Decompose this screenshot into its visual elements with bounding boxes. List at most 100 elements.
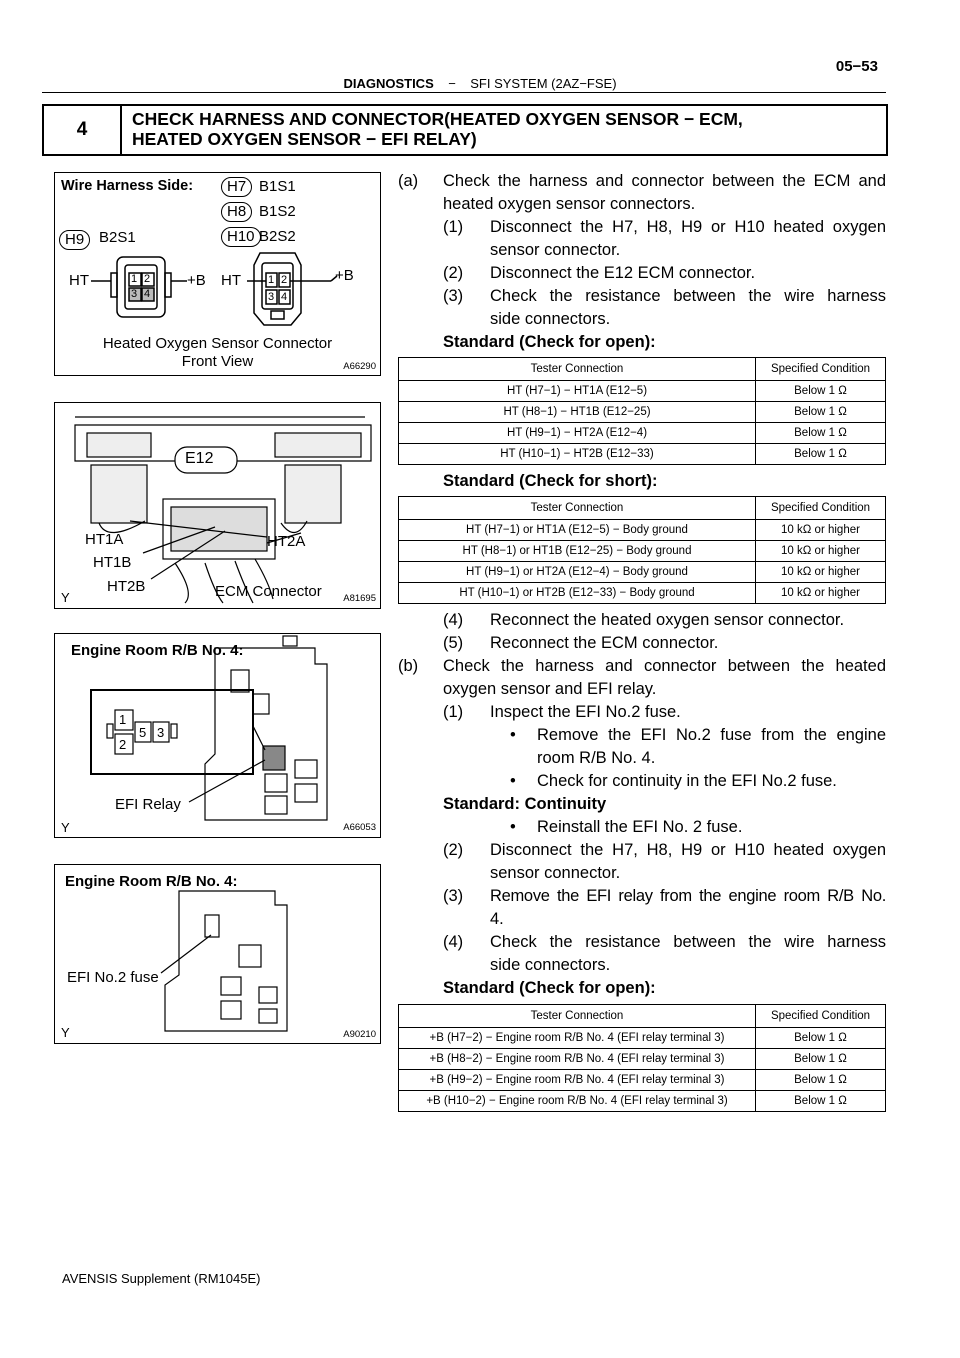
item-a-line2: heated oxygen sensor connectors.	[443, 195, 696, 213]
relay-pin-2: 2	[119, 737, 127, 752]
relay-pin-1: 1	[119, 712, 127, 727]
item-b2-label: (2)	[443, 841, 464, 859]
tag-h10: H10	[221, 227, 261, 247]
figure-oxygen-sensor-connector: Wire Harness Side: H7 B1S1 H8 B1S2 H10 B…	[54, 172, 381, 376]
item-b1-bullet1-line1: Remove the EFI No.2 fuse from the engine	[537, 726, 886, 744]
item-b1-bullet2: Check for continuity in the EFI No.2 fus…	[537, 772, 837, 790]
sensor-b2s1: B2S1	[99, 229, 136, 246]
standard-open2-heading: Standard (Check for open):	[443, 979, 656, 997]
fig4-corner: Y	[61, 1025, 70, 1040]
item-b1-bullet3: Reinstall the EFI No. 2 fuse.	[537, 818, 743, 836]
th-tester-connection: Tester Connection	[398, 357, 756, 381]
pin-left-4: 4	[144, 288, 151, 300]
item-b-line1: Check the harness and connector between …	[443, 657, 886, 675]
item-b3-line2: 4.	[490, 910, 504, 928]
step-title-line2: HEATED OXYGEN SENSOR − EFI RELAY)	[132, 129, 477, 149]
cell: 10 kΩ or higher	[755, 561, 886, 583]
pin-right-3: 3	[268, 291, 275, 303]
fig4-code: A90210	[343, 1029, 376, 1040]
header-section: DIAGNOSTICS	[343, 76, 434, 91]
th-specified-condition: Specified Condition	[755, 496, 886, 520]
label-ht2a: HT2A	[267, 533, 306, 550]
item-a1-label: (1)	[443, 218, 464, 236]
tag-h8: H8	[221, 202, 253, 222]
sensor-b2s2: B2S2	[259, 228, 296, 245]
label-ht2b: HT2B	[107, 578, 146, 595]
cell: Below 1 Ω	[755, 443, 886, 465]
cell: +B (H8−2) − Engine room R/B No. 4 (EFI r…	[398, 1048, 756, 1070]
th-tester-connection: Tester Connection	[398, 496, 756, 520]
item-a3-line2: side connectors.	[490, 310, 611, 328]
item-a4-line1: Reconnect the heated oxygen sensor conne…	[490, 611, 845, 629]
item-b1-bullet1-line2: room R/B No. 4.	[537, 749, 656, 767]
fig1-code: A66290	[343, 361, 376, 372]
cell: Below 1 Ω	[755, 1048, 886, 1070]
pin-left-3: 3	[131, 288, 138, 300]
label-ht1b: HT1B	[93, 554, 132, 571]
table-row: HT (H10−1) − HT2B (E12−33)Below 1 Ω	[398, 443, 886, 465]
label-b-left: +B	[187, 272, 206, 289]
table-row: HT (H8−1) or HT1B (E12−25) − Body ground…	[398, 540, 886, 562]
ecm-connector-drawing	[74, 416, 372, 604]
table-row: +B (H7−2) − Engine room R/B No. 4 (EFI r…	[398, 1027, 886, 1049]
table-row: +B (H9−2) − Engine room R/B No. 4 (EFI r…	[398, 1069, 886, 1091]
cell: 10 kΩ or higher	[755, 519, 886, 541]
fig3-title: Engine Room R/B No. 4:	[71, 642, 244, 659]
item-a3-line1: Check the resistance between the wire ha…	[490, 287, 886, 305]
fig1-caption2: Front View	[181, 353, 254, 370]
tag-h7: H7	[221, 177, 253, 197]
table-row: HT (H9−1) − HT2A (E12−4)Below 1 Ω	[398, 422, 886, 444]
cell: +B (H7−2) − Engine room R/B No. 4 (EFI r…	[398, 1027, 756, 1049]
standard-open-heading: Standard (Check for open):	[443, 333, 656, 351]
efi-fuse-drawing	[160, 890, 288, 1032]
efi-relay-drawing	[90, 635, 328, 821]
sensor-b1s1: B1S1	[259, 178, 296, 195]
cell: HT (H10−1) or HT2B (E12−33) − Body groun…	[398, 582, 756, 604]
item-a-line1: Check the harness and connector between …	[443, 172, 886, 190]
cell: HT (H9−1) − HT2A (E12−4)	[398, 422, 756, 444]
item-a5-line1: Reconnect the ECM connector.	[490, 634, 719, 652]
cell: 10 kΩ or higher	[755, 540, 886, 562]
pin-left-2: 2	[144, 273, 151, 285]
fig1-title: Wire Harness Side:	[61, 178, 194, 194]
bullet-3: •	[510, 818, 516, 836]
table-row: HT (H7−1) − HT1A (E12−5)Below 1 Ω	[398, 380, 886, 402]
cell: 10 kΩ or higher	[755, 582, 886, 604]
item-b3-line1: Remove the EFI relay from the engine roo…	[490, 887, 886, 905]
item-b-line2: oxygen sensor and EFI relay.	[443, 680, 657, 698]
item-a2-label: (2)	[443, 264, 464, 282]
step-number: 4	[44, 106, 122, 154]
connector-e12: E12	[185, 450, 214, 467]
relay-pin-3: 3	[157, 725, 165, 740]
label-b-right: +B	[335, 267, 354, 284]
fig1-caption1: Heated Oxygen Sensor Connector	[102, 335, 333, 352]
th-tester-connection: Tester Connection	[398, 1004, 756, 1028]
pin-left-1: 1	[131, 273, 138, 285]
item-a3-label: (3)	[443, 287, 464, 305]
pin-right-4: 4	[281, 291, 288, 303]
header-rule	[42, 92, 886, 93]
cell: +B (H9−2) − Engine room R/B No. 4 (EFI r…	[398, 1069, 756, 1091]
label-ht-left: HT	[69, 272, 89, 289]
fig4-title: Engine Room R/B No. 4:	[65, 873, 238, 890]
label-efi-fuse: EFI No.2 fuse	[67, 969, 159, 986]
item-a-label: (a)	[398, 172, 419, 190]
oxygen-sensor-connector-drawing	[91, 252, 338, 326]
item-b4-label: (4)	[443, 933, 464, 951]
cell: Below 1 Ω	[755, 422, 886, 444]
cell: Below 1 Ω	[755, 1090, 886, 1112]
item-a1-line1: Disconnect the H7, H8, H9 or H10 heated …	[490, 218, 886, 236]
step-box: 4 CHECK HARNESS AND CONNECTOR(HEATED OXY…	[42, 104, 888, 156]
bullet-1: •	[510, 726, 516, 744]
label-ht-right: HT	[221, 272, 241, 289]
figure-efi-relay: Engine Room R/B No. 4: 1 5 3 2 EFI Relay…	[54, 633, 381, 838]
standard-short-heading: Standard (Check for short):	[443, 472, 658, 490]
label-ht1a: HT1A	[85, 531, 124, 548]
cell: Below 1 Ω	[755, 1027, 886, 1049]
cell: HT (H9−1) or HT2A (E12−4) − Body ground	[398, 561, 756, 583]
th-specified-condition: Specified Condition	[755, 357, 886, 381]
fig2-code: A81695	[343, 593, 376, 604]
